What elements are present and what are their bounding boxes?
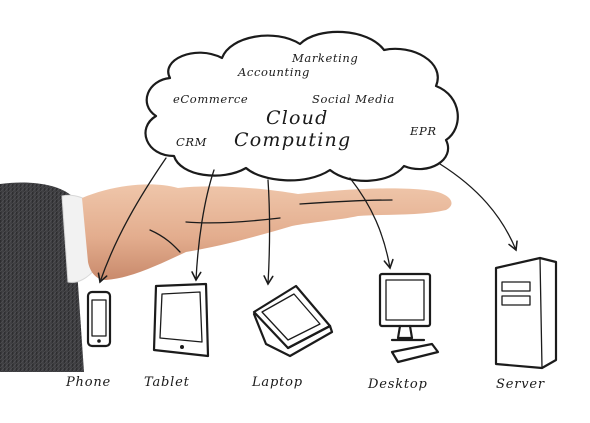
laptop-icon <box>252 284 334 358</box>
cloud-term-accounting: Accounting <box>237 65 310 79</box>
open-hand <box>82 184 452 280</box>
phone-icon <box>86 290 112 348</box>
cloud-term-marketing: Marketing <box>291 51 358 65</box>
device-label-server: Server <box>496 377 545 392</box>
device-label-desktop: Desktop <box>367 377 428 392</box>
cloud-term-crm: CRM <box>176 135 208 149</box>
device-label-tablet: Tablet <box>144 375 190 390</box>
suit-sleeve <box>0 182 84 372</box>
cloud-term-epr: EPR <box>409 124 437 138</box>
connection-arrows <box>97 157 518 286</box>
device-label-phone: Phone <box>65 375 111 390</box>
tablet-icon <box>152 282 210 358</box>
server-icon <box>494 256 558 370</box>
cloud-title-line2: Computing <box>234 129 351 151</box>
desktop-icon <box>378 272 440 364</box>
cloud-term-social-media: Social Media <box>312 92 395 106</box>
cloud-shape <box>144 30 459 182</box>
cloud-term-ecommerce: eCommerce <box>173 92 248 106</box>
device-label-laptop: Laptop <box>251 375 303 390</box>
hand-photo <box>0 182 452 372</box>
cloud-title-line1: Cloud <box>266 107 328 129</box>
